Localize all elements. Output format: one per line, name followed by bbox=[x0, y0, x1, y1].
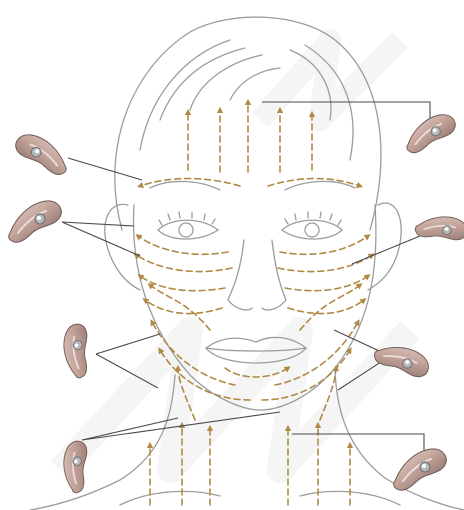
collarbone-left bbox=[120, 491, 220, 505]
nose bbox=[228, 240, 286, 310]
gua-sha-stone-icon bbox=[16, 135, 66, 175]
cheek-left-1 bbox=[140, 276, 225, 291]
undereye-right-2 bbox=[278, 255, 372, 272]
watermark bbox=[60, 40, 410, 470]
left-iris bbox=[179, 223, 193, 237]
pointer-brow-left bbox=[68, 158, 142, 180]
pointer-eye-left-b bbox=[62, 222, 140, 256]
cheek-right-2 bbox=[288, 300, 364, 314]
cheek-left-2 bbox=[145, 300, 222, 314]
head-outline bbox=[115, 17, 381, 230]
left-eyebrow bbox=[150, 181, 220, 190]
undereye-left-2 bbox=[136, 255, 232, 272]
pointer-eye-left-a bbox=[62, 222, 134, 226]
right-iris bbox=[305, 223, 319, 237]
gua-sha-stone-icon bbox=[394, 449, 447, 490]
gua-sha-stone-icon bbox=[413, 202, 464, 257]
right-eyebrow bbox=[285, 181, 355, 190]
gua-sha-stone-icon bbox=[9, 201, 62, 242]
gua-sha-stone-icon bbox=[407, 115, 455, 153]
gua-sha-stone-icon bbox=[50, 320, 106, 380]
pointer-jaw-left-a bbox=[96, 334, 160, 354]
